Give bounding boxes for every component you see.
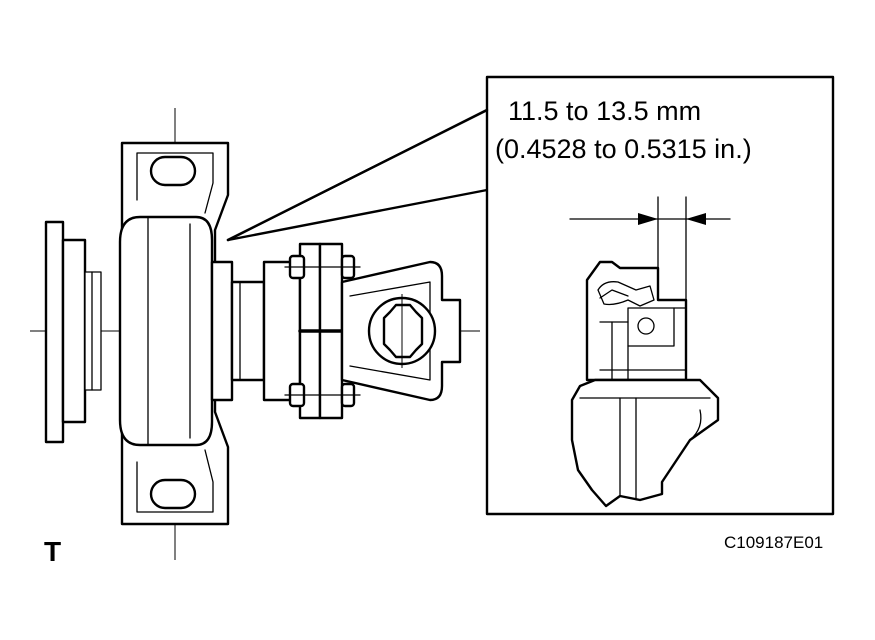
dimension-arrow-right [686, 213, 706, 225]
yoke-flange-left [262, 260, 302, 402]
view-letter: T [44, 536, 62, 567]
bearing-ball [637, 317, 655, 335]
clearance-spec-inch: (0.4528 to 0.5315 in.) [495, 134, 752, 164]
lower-slot [149, 478, 197, 510]
bolt-upper [284, 254, 361, 280]
dimension-arrow-left [638, 213, 658, 225]
seal-fill [599, 289, 629, 299]
propeller-shaft [230, 280, 266, 382]
flange-plate-left [44, 220, 65, 444]
bearing-cushion [118, 215, 214, 447]
bolt-lower [284, 382, 361, 408]
bearing-collar [210, 260, 234, 402]
seal-lip [597, 281, 655, 307]
cushion-inner-curve [689, 409, 702, 441]
bracket-lower-edge [136, 449, 214, 513]
cushion-section [570, 378, 720, 508]
bearing-race [627, 307, 675, 347]
clearance-spec-mm: 11.5 to 13.5 mm [508, 96, 702, 126]
callout-leader-base [226, 108, 489, 242]
flange-collar [84, 271, 102, 391]
figure-code: C109187E01 [724, 533, 824, 552]
detail-cross-section [569, 196, 731, 508]
center-bearing-assembly [30, 108, 480, 560]
bracket-upper-edge [136, 152, 214, 214]
flange-hub-left [61, 238, 87, 424]
upper-slot [149, 155, 197, 187]
spider-cross-icon [382, 303, 424, 359]
